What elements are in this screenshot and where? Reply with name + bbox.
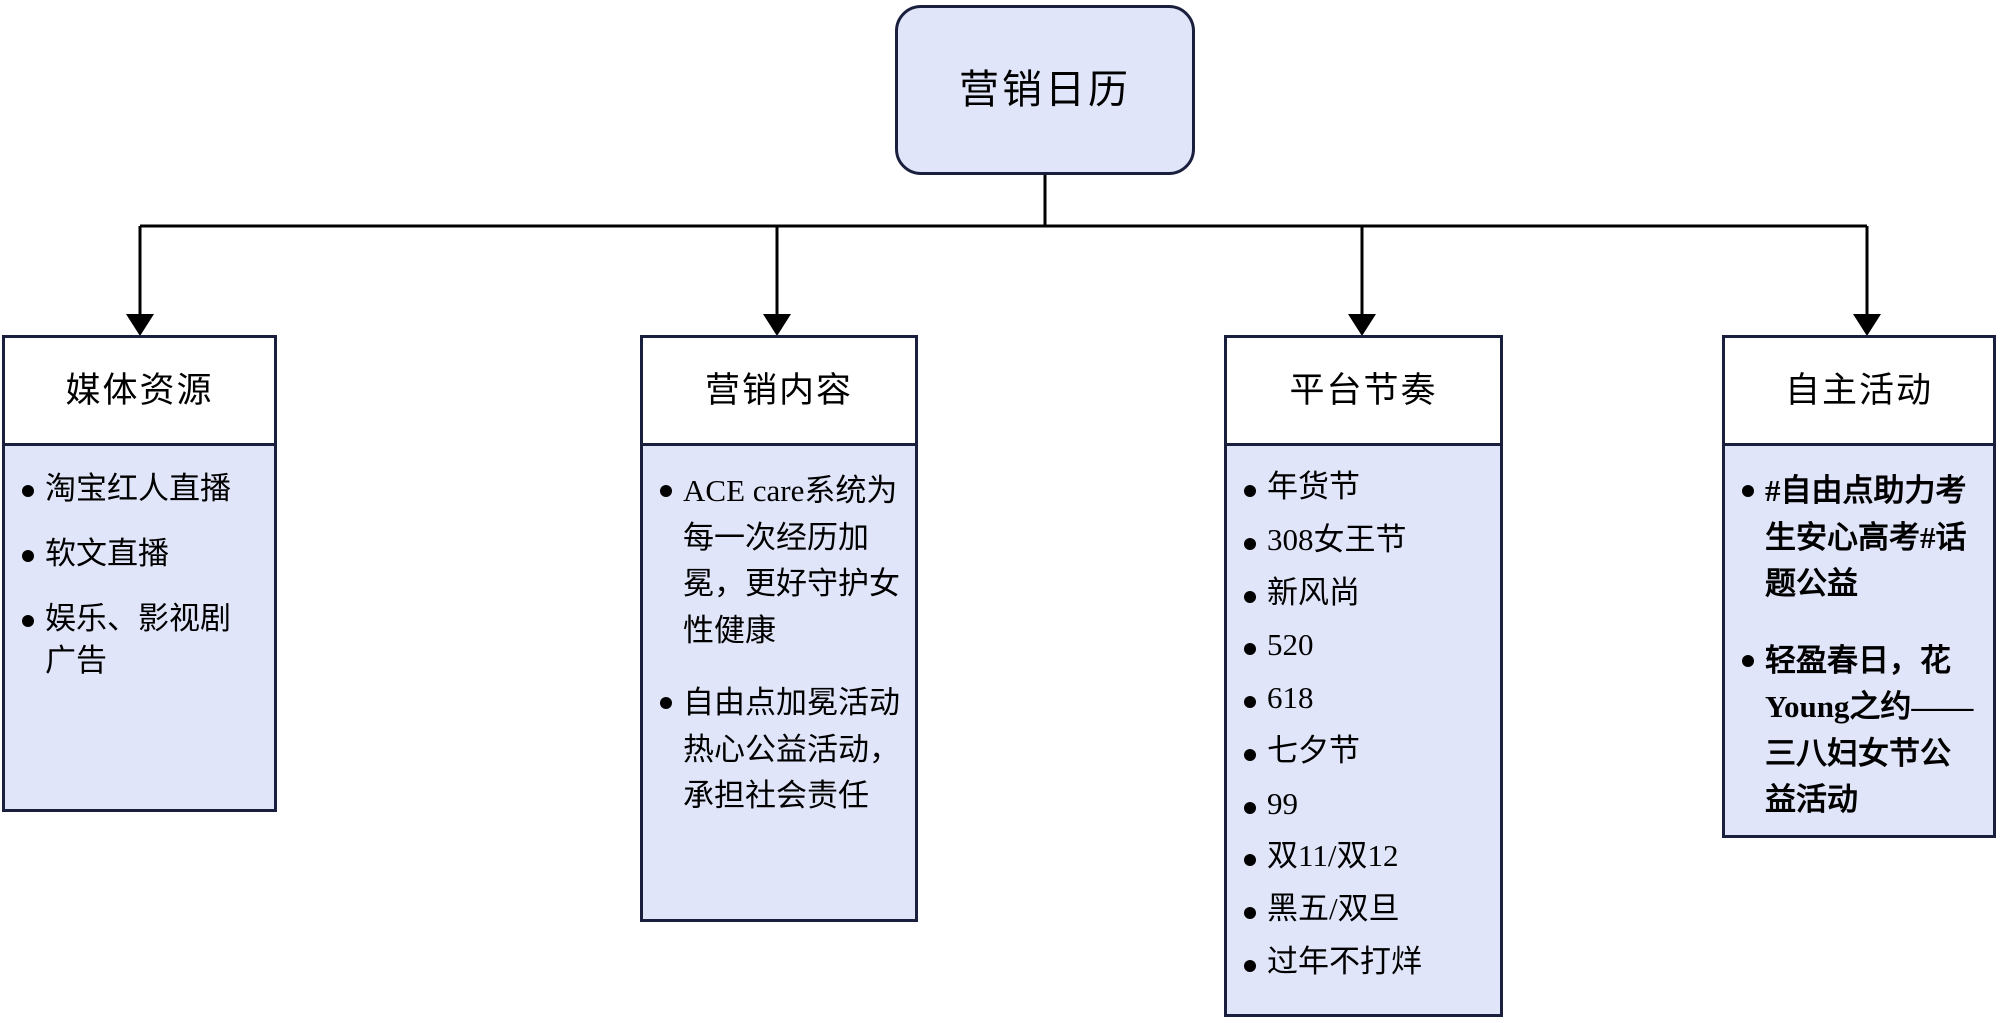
list-item: 自由点加冕活动热心公益活动，承担社会责任 — [657, 680, 901, 820]
bullet-list-owned: #自由点助力考生安心高考#话题公益 轻盈春日，花Young之约——三八妇女节公益… — [1739, 468, 1979, 824]
arrow-down-icon-content — [763, 314, 791, 336]
branch-header-rhythm: 平台节奏 — [1227, 338, 1500, 446]
list-item: 软文直播 — [19, 533, 260, 576]
branch-card-rhythm[interactable]: 平台节奏 年货节 308女王节 新风尚 520 618 七夕节 99 双11/双… — [1224, 335, 1503, 1017]
branch-title-content: 营销内容 — [704, 371, 853, 410]
branch-header-owned: 自主活动 — [1725, 338, 1993, 446]
list-item: 双11/双12 — [1241, 837, 1486, 876]
list-item: 娱乐、影视剧广告 — [19, 598, 260, 684]
bullet-list-media: 淘宝红人直播 软文直播 娱乐、影视剧广告 — [19, 468, 260, 683]
branch-header-media: 媒体资源 — [5, 338, 274, 446]
list-item: 年货节 — [1241, 468, 1486, 507]
branch-card-content[interactable]: 营销内容 ACE care系统为每一次经历加冕，更好守护女性健康 自由点加冕活动… — [640, 335, 918, 922]
arrow-down-icon-media — [126, 314, 154, 336]
list-item: 轻盈春日，花Young之约——三八妇女节公益活动 — [1739, 638, 1979, 824]
list-item: 308女王节 — [1241, 521, 1486, 560]
list-item: 618 — [1241, 679, 1486, 718]
list-item: ACE care系统为每一次经历加冕，更好守护女性健康 — [657, 468, 901, 654]
list-item: 淘宝红人直播 — [19, 468, 260, 511]
branch-card-media[interactable]: 媒体资源 淘宝红人直播 软文直播 娱乐、影视剧广告 — [2, 335, 277, 812]
bullet-list-content: ACE care系统为每一次经历加冕，更好守护女性健康 自由点加冕活动热心公益活… — [657, 468, 901, 820]
branch-header-content: 营销内容 — [643, 338, 915, 446]
branch-title-media: 媒体资源 — [65, 371, 214, 410]
list-item: 新风尚 — [1241, 574, 1486, 613]
arrow-down-icon-owned — [1853, 314, 1881, 336]
arrow-down-icon-rhythm — [1348, 314, 1376, 336]
bullet-list-rhythm: 年货节 308女王节 新风尚 520 618 七夕节 99 双11/双12 黑五… — [1241, 468, 1486, 982]
branch-body-content: ACE care系统为每一次经历加冕，更好守护女性健康 自由点加冕活动热心公益活… — [643, 446, 915, 919]
list-item: 七夕节 — [1241, 732, 1486, 771]
list-item: #自由点助力考生安心高考#话题公益 — [1739, 468, 1979, 608]
root-node-label: 营销日历 — [959, 67, 1131, 112]
branch-body-media: 淘宝红人直播 软文直播 娱乐、影视剧广告 — [5, 446, 274, 809]
list-item: 黑五/双旦 — [1241, 890, 1486, 929]
branch-card-owned[interactable]: 自主活动 #自由点助力考生安心高考#话题公益 轻盈春日，花Young之约——三八… — [1722, 335, 1996, 838]
list-item: 520 — [1241, 626, 1486, 665]
branch-title-owned: 自主活动 — [1784, 371, 1933, 410]
root-node[interactable]: 营销日历 — [895, 5, 1195, 175]
branch-body-owned: #自由点助力考生安心高考#话题公益 轻盈春日，花Young之约——三八妇女节公益… — [1725, 446, 1993, 864]
list-item: 99 — [1241, 785, 1486, 824]
list-item: 过年不打烊 — [1241, 943, 1486, 982]
branch-title-rhythm: 平台节奏 — [1289, 371, 1438, 410]
branch-body-rhythm: 年货节 308女王节 新风尚 520 618 七夕节 99 双11/双12 黑五… — [1227, 446, 1500, 1014]
